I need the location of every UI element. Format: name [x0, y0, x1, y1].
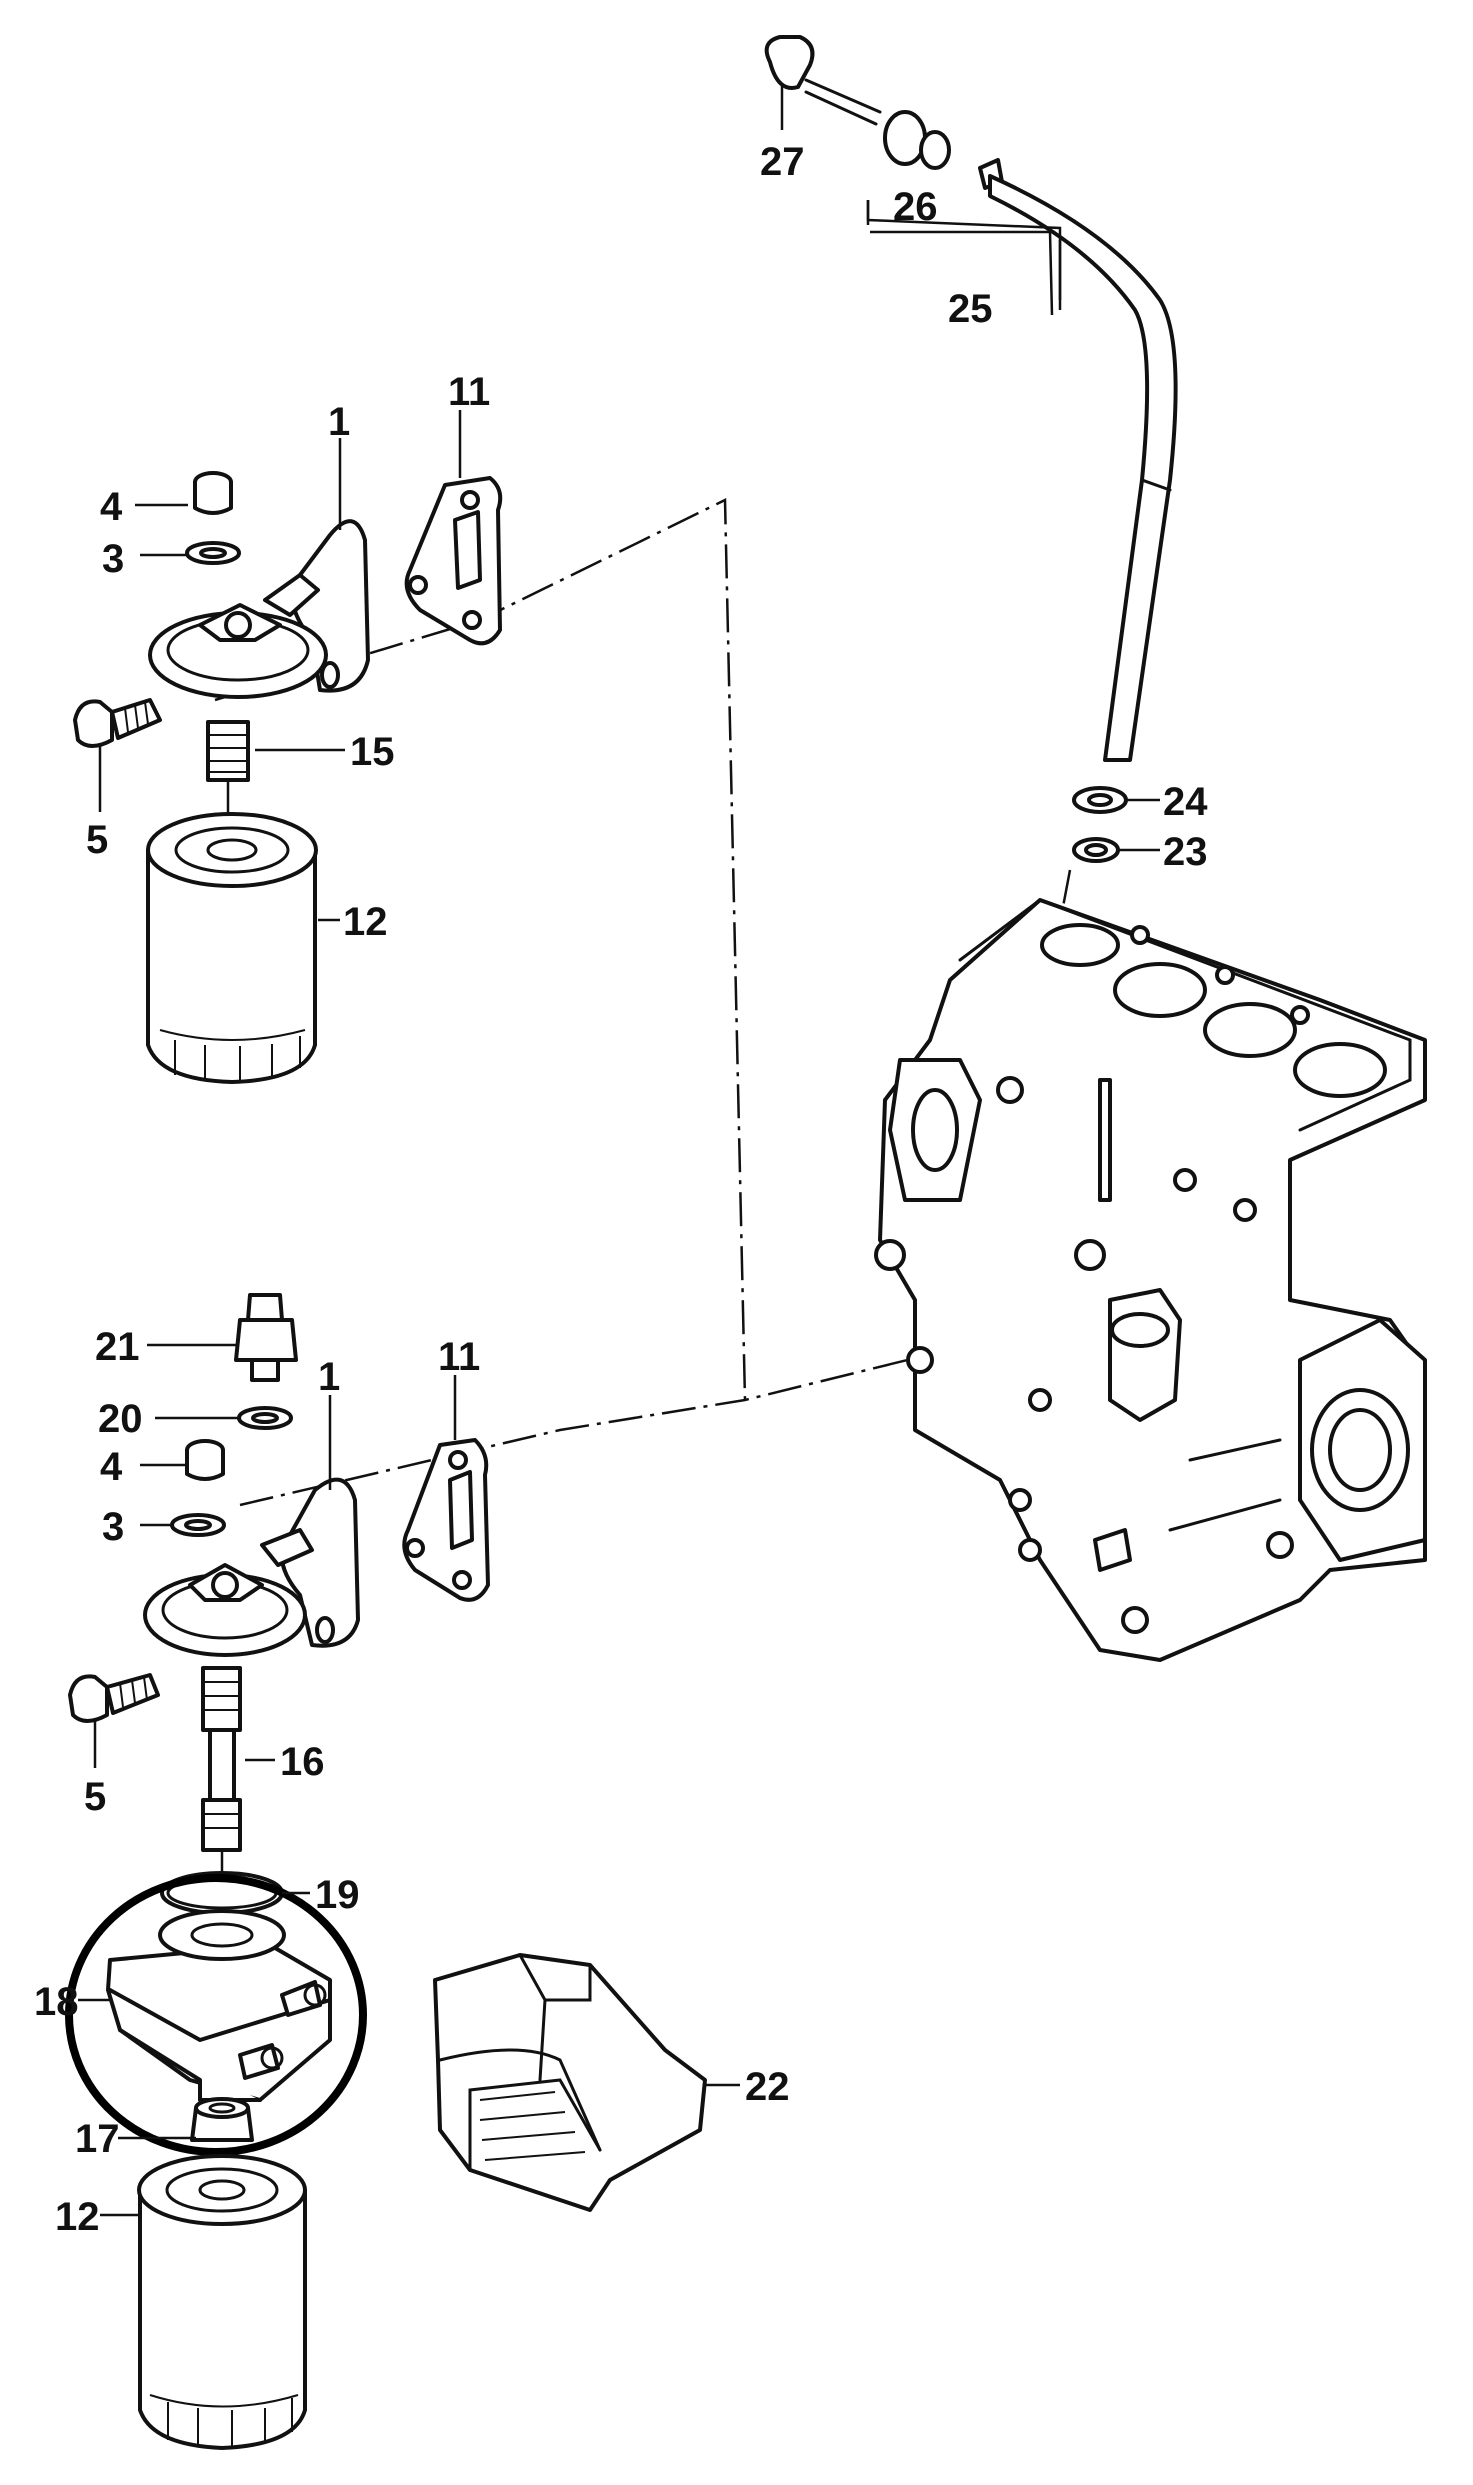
callout-15: 15	[350, 730, 395, 774]
leader-lines	[78, 85, 1160, 2217]
gasket-upper	[404, 476, 503, 646]
seal-rings-23-24	[1072, 786, 1128, 863]
bolt-5-lower	[68, 1673, 160, 1723]
callout-17: 17	[75, 2117, 120, 2161]
callout-1-upper: 1	[328, 400, 350, 444]
bolt-4-lower	[170, 1439, 226, 1537]
oil-filter-upper	[146, 812, 318, 1084]
oil-filter-lower	[137, 2154, 307, 2450]
bolt-4-upper	[185, 471, 241, 565]
callout-11-upper: 11	[448, 370, 490, 414]
callout-5-lower: 5	[84, 1775, 106, 1819]
pressure-switch-21	[234, 1293, 298, 1430]
callout-12-lower: 12	[55, 2195, 100, 2239]
heat-shield-22	[433, 1953, 707, 2212]
callout-5-upper: 5	[86, 818, 108, 862]
gasket-lower	[402, 1438, 490, 1602]
callout-4-upper: 4	[100, 485, 123, 529]
callout-4-lower: 4	[100, 1445, 123, 1489]
engine-block	[874, 898, 1427, 1662]
callout-19: 19	[315, 1873, 360, 1917]
callout-labels: 27 26 25 11 1 4 3 15 5 24 23 12 11 21 1 …	[34, 140, 1208, 2239]
callout-25: 25	[948, 287, 993, 331]
callout-22: 22	[745, 2065, 790, 2109]
callout-11-lower: 11	[438, 1335, 480, 1379]
filter-bracket-upper	[148, 519, 370, 699]
dipstick-assembly	[764, 35, 1178, 762]
callout-27: 27	[760, 140, 805, 184]
connector-16	[201, 1666, 242, 1852]
callout-16: 16	[280, 1740, 325, 1784]
callout-20: 20	[98, 1397, 143, 1441]
union-nut-17	[190, 2097, 254, 2142]
callout-12-upper: 12	[343, 900, 388, 944]
callout-26: 26	[893, 185, 938, 229]
bolt-5-upper	[73, 698, 162, 748]
callout-3-lower: 3	[102, 1505, 124, 1549]
callout-23: 23	[1163, 830, 1208, 874]
callout-24: 24	[1163, 780, 1208, 824]
filter-bracket-lower	[143, 1477, 360, 1657]
callout-3-upper: 3	[102, 537, 124, 581]
oil-cooler-18	[106, 1909, 332, 2102]
callout-1-lower: 1	[318, 1355, 340, 1399]
connector-15	[206, 720, 250, 840]
callout-21: 21	[95, 1325, 140, 1369]
highlight-circle	[65, 1874, 367, 2156]
callout-18: 18	[34, 1980, 79, 2024]
